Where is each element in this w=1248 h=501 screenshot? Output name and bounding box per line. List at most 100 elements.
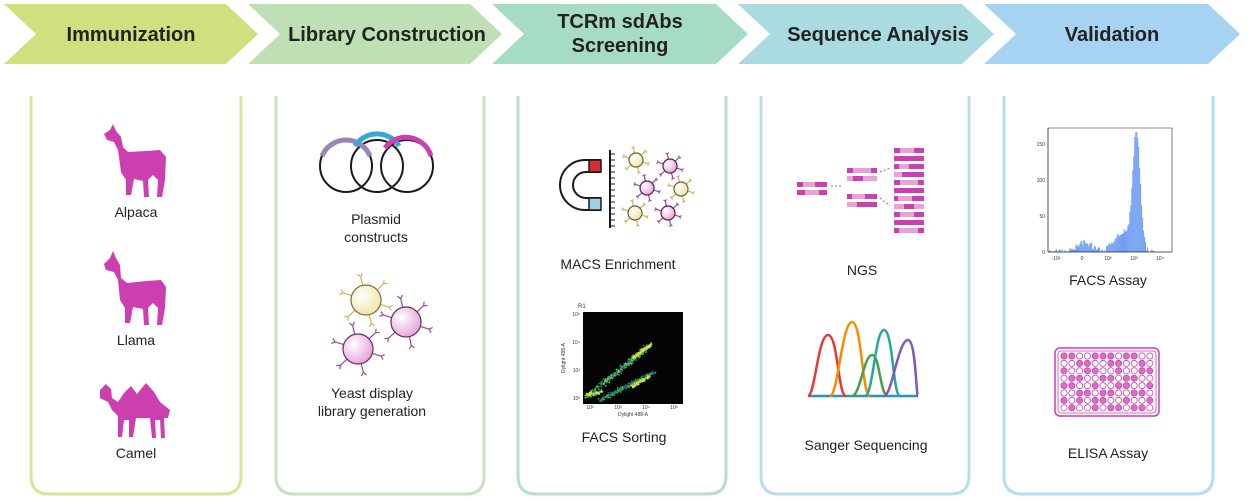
histogram-bin	[1055, 249, 1057, 252]
histogram-bin	[1135, 132, 1137, 252]
stage-header-immunization	[4, 4, 258, 64]
stage-title-sequence-analysis: Sequence Analysis	[787, 24, 969, 46]
plate-well	[1107, 367, 1115, 375]
histogram-bin	[1141, 205, 1143, 252]
plate-well	[1115, 404, 1123, 412]
plate-well	[1107, 389, 1115, 397]
plate-well	[1107, 374, 1115, 382]
label-plasmid-line2: constructs	[344, 229, 408, 245]
plate-well	[1099, 352, 1107, 360]
facs-event-dot	[646, 375, 649, 378]
facs-event-dot	[604, 379, 607, 382]
histogram-bin	[1082, 245, 1084, 252]
plate-well	[1122, 382, 1130, 390]
plate-well	[1076, 359, 1084, 367]
histogram-bin	[1127, 226, 1129, 252]
panel-sequence-analysis	[759, 96, 971, 496]
facs-event-dot	[599, 400, 601, 402]
facs-event-dot	[638, 377, 640, 380]
ngs-read	[894, 148, 924, 153]
histogram-bin	[1146, 250, 1148, 252]
histogram-bin	[1087, 243, 1089, 252]
histogram-bin	[1070, 248, 1072, 252]
facs-sort-ytick: 10⁵	[572, 312, 580, 318]
plate-well	[1099, 374, 1107, 382]
plate-well	[1146, 404, 1154, 412]
facs-event-dot	[633, 383, 636, 385]
facs-event-dot	[639, 381, 642, 384]
facs-event-dot	[619, 366, 622, 369]
plate-well	[1099, 367, 1107, 375]
histogram-bin	[1108, 243, 1110, 252]
histogram-bin	[1090, 243, 1092, 252]
plate-well	[1091, 359, 1099, 367]
facs-event-dot	[627, 382, 630, 385]
histogram-bin	[1143, 230, 1145, 252]
histogram-bin	[1151, 250, 1153, 252]
facs-event-dot	[636, 353, 639, 356]
stage-header-library-construction	[248, 4, 502, 64]
stage-title-validation: Validation	[1065, 24, 1159, 46]
stage-title-immunization: Immunization	[67, 24, 196, 46]
label-yeast-line2: library generation	[318, 403, 426, 419]
plate-well	[1091, 367, 1099, 375]
histogram-bin	[1071, 249, 1073, 252]
facs-event-dot	[619, 365, 622, 367]
macs-cell-pink-1	[656, 152, 684, 180]
facs-event-dot	[625, 364, 628, 366]
well-plate-icon	[1054, 347, 1160, 417]
plate-well	[1107, 352, 1115, 360]
histogram-bin	[1092, 248, 1094, 252]
ngs-read	[894, 188, 924, 193]
plate-well	[1138, 367, 1146, 375]
histogram-bin	[1069, 247, 1071, 252]
facs-event-dot	[617, 373, 620, 376]
histogram-bin	[1142, 218, 1144, 252]
histogram-bin	[1072, 248, 1074, 252]
facs-event-dot	[629, 361, 631, 364]
facs-event-dot	[588, 393, 591, 396]
histogram-bin	[1054, 250, 1056, 252]
histogram-ytick: 50	[1039, 214, 1045, 220]
plate-well	[1146, 352, 1154, 360]
facs-event-dot	[633, 385, 635, 388]
facs-event-dot	[631, 359, 634, 362]
yeast-cell-pink-bottom	[331, 321, 385, 377]
facs-event-dot	[633, 356, 635, 358]
ngs-reads-icon	[797, 148, 924, 233]
histogram-bin	[1109, 244, 1111, 252]
plate-well	[1122, 359, 1130, 367]
plate-well	[1130, 359, 1138, 367]
histogram-bin	[1086, 243, 1088, 252]
histogram-bin	[1133, 156, 1135, 252]
histogram-bin	[1077, 245, 1079, 252]
histogram-bin	[1089, 243, 1091, 252]
plate-well	[1115, 367, 1123, 375]
facs-event-dot	[590, 391, 592, 394]
histogram-ytick: 0	[1042, 250, 1045, 256]
facs-event-dot	[605, 396, 608, 399]
plate-well	[1076, 382, 1084, 390]
histogram-bin	[1116, 235, 1118, 252]
histogram-bin	[1059, 249, 1061, 252]
plate-well	[1146, 367, 1154, 375]
histogram-bin	[1093, 249, 1095, 252]
facs-event-dot	[645, 377, 647, 379]
histogram-bin	[1140, 184, 1142, 252]
facs-event-dot	[584, 394, 587, 397]
stage-title-screening-line1: TCRm sdAbs	[557, 11, 683, 33]
stage-header-screening	[492, 4, 748, 64]
facs-event-dot	[586, 394, 589, 396]
histogram-bin	[1106, 245, 1108, 252]
plate-well	[1122, 352, 1130, 360]
histogram-xtick: 10³	[1130, 256, 1138, 262]
plate-well	[1091, 404, 1099, 412]
facs-event-dot	[585, 396, 588, 398]
histogram-bin	[1079, 244, 1081, 252]
histogram-bin	[1094, 245, 1096, 252]
label-plasmid-line1: Plasmid	[351, 211, 401, 227]
plate-well	[1076, 352, 1084, 360]
ngs-read	[894, 196, 924, 201]
facs-event-dot	[629, 359, 631, 361]
histogram-bin	[1137, 138, 1139, 252]
